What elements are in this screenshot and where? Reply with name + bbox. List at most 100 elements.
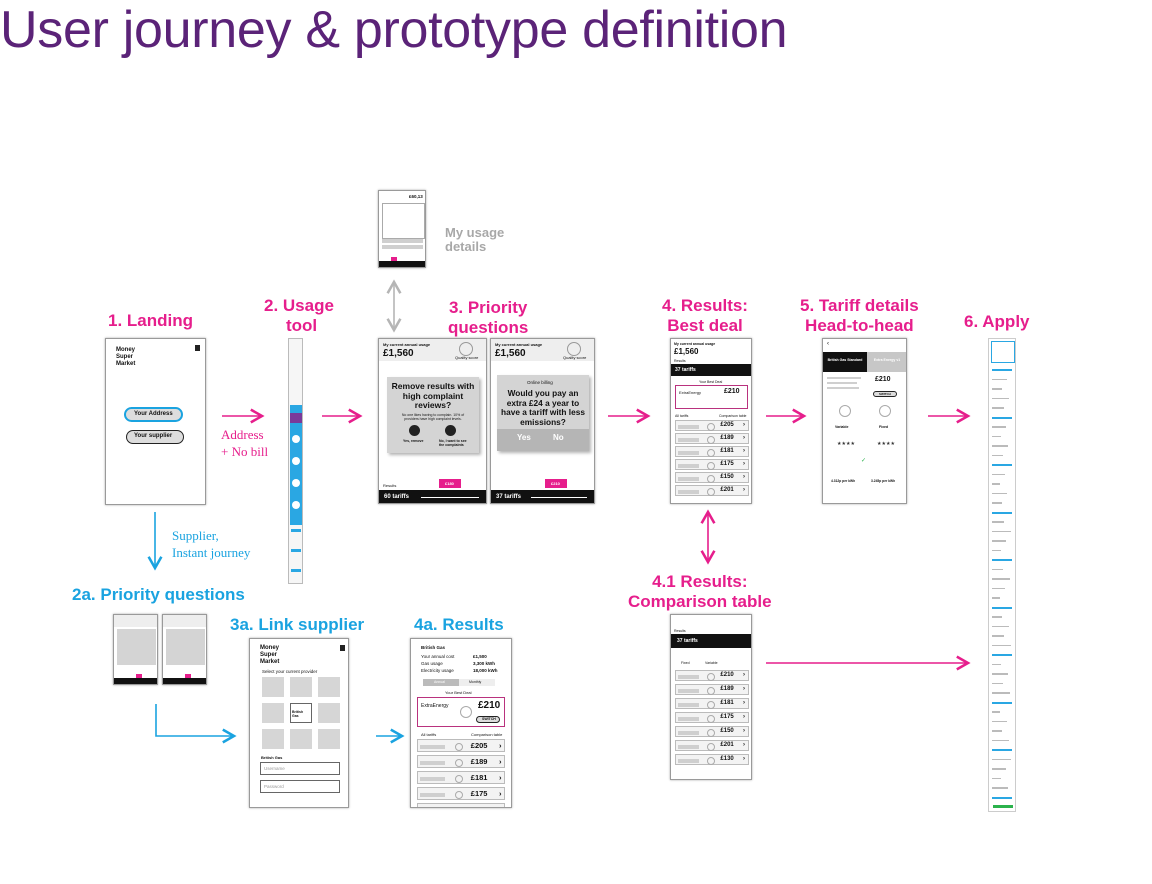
results-4a-comparison-link[interactable]: Comparison table	[471, 732, 503, 737]
apply-form-line	[992, 654, 1012, 656]
usage-tool-dot-icon	[292, 457, 300, 465]
tariff-row[interactable]: £181›	[675, 446, 749, 457]
priority-b-no[interactable]: No	[553, 433, 564, 442]
usage-tool-dot-icon	[292, 435, 300, 443]
tariff-row[interactable]: £175›	[675, 459, 749, 470]
tariff-row[interactable]: £150 ›	[675, 726, 749, 737]
apply-submit-button[interactable]	[993, 805, 1013, 808]
your-supplier-button[interactable]: Your supplier	[126, 430, 184, 444]
back-chevron-icon[interactable]: ‹	[827, 341, 829, 347]
priority-b-slider-track[interactable]	[531, 497, 587, 498]
provider-tile[interactable]: British Gas	[290, 703, 312, 723]
apply-form-line	[992, 673, 1008, 675]
tariff-price: £205	[720, 422, 734, 429]
tariff-price: £175	[720, 714, 734, 721]
chevron-right-icon[interactable]: ›	[743, 448, 745, 455]
apply-form-line	[992, 758, 1011, 760]
chevron-right-icon[interactable]: ›	[743, 461, 745, 468]
results-best-deal-card[interactable]: ExtraEnergy £210	[675, 385, 748, 409]
note-address-line1: Address	[221, 427, 264, 442]
comparison-tariffs-bar	[671, 634, 751, 648]
face-icon[interactable]	[445, 425, 456, 436]
priority-a-slider-track[interactable]	[421, 497, 479, 498]
apply-form-line	[992, 511, 1012, 514]
results-4a-best-supplier: ExtraEnergy	[421, 703, 449, 709]
provider-tile[interactable]	[318, 703, 340, 723]
chevron-right-icon[interactable]: ›	[743, 474, 745, 481]
chevron-right-icon[interactable]: ›	[499, 773, 502, 783]
chevron-right-icon[interactable]: ›	[743, 728, 745, 735]
priority-a-price-tag-text: £180	[445, 481, 454, 486]
step-label-comparison-line2: Comparison table	[628, 592, 772, 611]
tariff-row[interactable]: £150›	[417, 803, 505, 807]
usage-tool-blue-line	[291, 529, 301, 532]
results-4a-switch-button[interactable]: SWITCH	[476, 716, 500, 723]
priority-a-tariffs: 60 tariffs	[384, 494, 410, 500]
priority-b-price-tag: £210	[545, 479, 567, 488]
chevron-right-icon[interactable]: ›	[743, 756, 745, 763]
chevron-right-icon[interactable]: ›	[499, 789, 502, 799]
tariff-row[interactable]: £175 ›	[675, 712, 749, 723]
tariff-row[interactable]: £201›	[675, 485, 749, 496]
chevron-right-icon[interactable]: ›	[743, 487, 745, 494]
chevron-right-icon[interactable]: ›	[743, 686, 745, 693]
score-icon	[707, 672, 716, 681]
tariff-row[interactable]: £181›	[675, 698, 749, 709]
tariff-row[interactable]: £205›	[417, 739, 505, 752]
results-4a-best-deal-card[interactable]: ExtraEnergy £210 SWITCH	[417, 697, 505, 727]
note-address: Address + No bill	[221, 426, 268, 460]
provider-tile[interactable]	[262, 703, 284, 723]
provider-tile[interactable]	[290, 729, 312, 749]
chevron-right-icon[interactable]: ›	[499, 741, 502, 751]
menu-icon[interactable]	[340, 645, 345, 651]
supplier-logo	[678, 450, 699, 455]
provider-tile[interactable]	[318, 729, 340, 749]
priority-a-yes[interactable]: Yes, remove	[403, 439, 424, 443]
priority-a-no[interactable]: No, I want to see the complaints	[439, 439, 467, 447]
tariff-row[interactable]: £201›	[675, 740, 749, 751]
face-icon[interactable]	[409, 425, 420, 436]
your-address-button[interactable]: Your Address	[124, 407, 183, 422]
apply-form-line	[992, 378, 1007, 380]
provider-tile[interactable]	[318, 677, 340, 697]
username-input[interactable]: Username	[260, 762, 340, 775]
chevron-right-icon[interactable]: ›	[743, 422, 745, 429]
tariff-row[interactable]: £175›	[417, 787, 505, 800]
usage-details-grey-row	[382, 245, 423, 249]
provider-tile[interactable]	[262, 729, 284, 749]
tariff-row[interactable]: £189›	[675, 433, 749, 444]
priority-b-yes[interactable]: Yes	[517, 433, 531, 442]
comparison-tab-fixed[interactable]: Fixed	[681, 661, 690, 665]
tariff-row[interactable]: £189›	[675, 684, 749, 695]
chevron-right-icon[interactable]: ›	[743, 435, 745, 442]
chevron-right-icon[interactable]: ›	[743, 742, 745, 749]
tariff-row[interactable]: £130›	[675, 754, 749, 765]
tariff-row[interactable]: £210›	[675, 670, 749, 681]
usage-tool-screen	[288, 338, 303, 584]
apply-form-line	[992, 796, 1012, 799]
password-input[interactable]: Password	[260, 780, 340, 793]
menu-icon[interactable]	[195, 345, 200, 351]
chevron-right-icon[interactable]: ›	[499, 757, 502, 767]
chevron-right-icon[interactable]: ›	[743, 714, 745, 721]
step-label-link-supplier: 3a. Link supplier	[230, 615, 365, 634]
chevron-right-icon[interactable]: ›	[499, 805, 502, 807]
tariff-switch-button[interactable]: SWITCH	[873, 391, 897, 397]
results-4a-tab-annual[interactable]: Annual	[423, 679, 459, 686]
score-icon	[707, 435, 716, 444]
provider-tile[interactable]	[290, 677, 312, 697]
tariff-row[interactable]: £181›	[417, 771, 505, 784]
chevron-right-icon[interactable]: ›	[743, 672, 745, 679]
tariff-text-line	[827, 382, 857, 384]
tariff-row[interactable]: £189›	[417, 755, 505, 768]
results-4a-all-tariffs: All tariffs	[421, 732, 437, 737]
tariff-row[interactable]: £205 ›	[675, 420, 749, 431]
comparison-tab-variable[interactable]: Variable	[705, 661, 718, 665]
chevron-right-icon[interactable]: ›	[743, 700, 745, 707]
tariff-row[interactable]: £150›	[675, 472, 749, 483]
provider-tile[interactable]	[262, 677, 284, 697]
results-4a-tab-monthly[interactable]: Monthly	[459, 679, 495, 686]
results-comparison-link[interactable]: Comparison table	[719, 414, 747, 418]
tariff-price: £150	[720, 728, 734, 735]
